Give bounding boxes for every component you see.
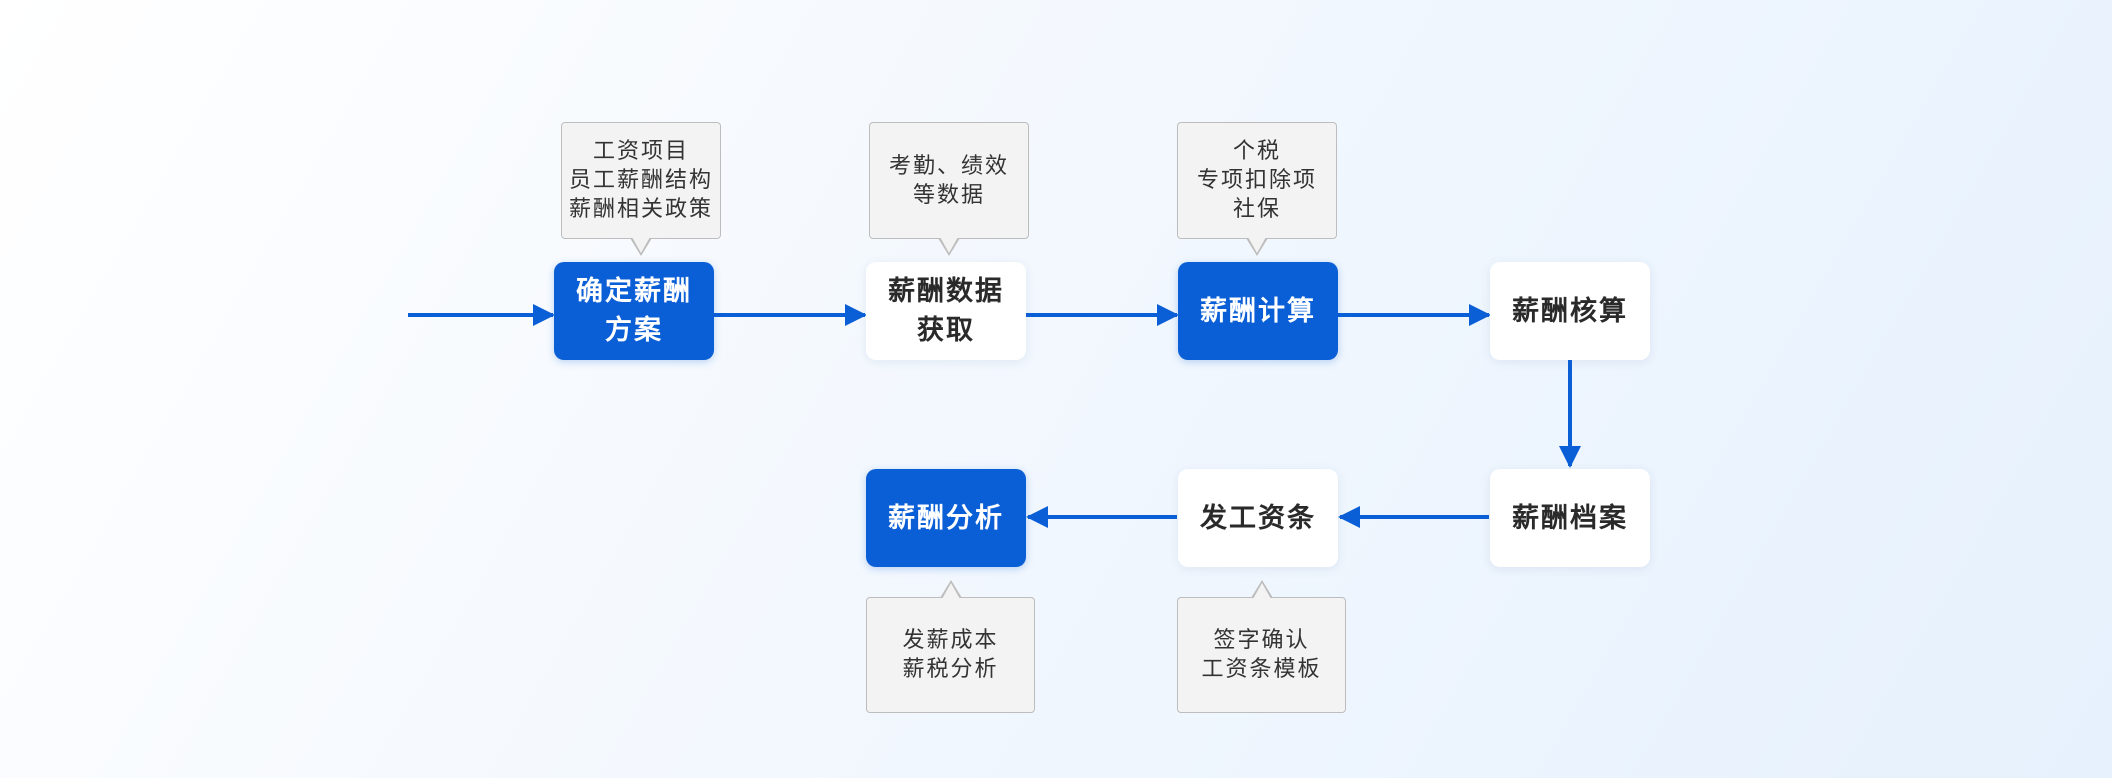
note-calculation-items: 个税 专项扣除项 社保 <box>1177 122 1337 256</box>
note-analysis-details: 发薪成本 薪税分析 <box>866 580 1035 713</box>
note-data-sources: 考勤、绩效 等数据 <box>869 122 1029 256</box>
note-payslip-details: 签字确认 工资条模板 <box>1177 580 1346 713</box>
node-issue-payslip: 发工资条 <box>1178 469 1338 567</box>
node-confirm-salary-plan: 确定薪酬 方案 <box>554 262 714 360</box>
node-salary-calculation: 薪酬计算 <box>1178 262 1338 360</box>
note-salary-plan-details: 工资项目 员工薪酬结构 薪酬相关政策 <box>561 122 721 256</box>
node-salary-analysis: 薪酬分析 <box>866 469 1026 567</box>
node-salary-data-acquisition: 薪酬数据 获取 <box>866 262 1026 360</box>
node-salary-archive: 薪酬档案 <box>1490 469 1650 567</box>
node-salary-accounting: 薪酬核算 <box>1490 262 1650 360</box>
